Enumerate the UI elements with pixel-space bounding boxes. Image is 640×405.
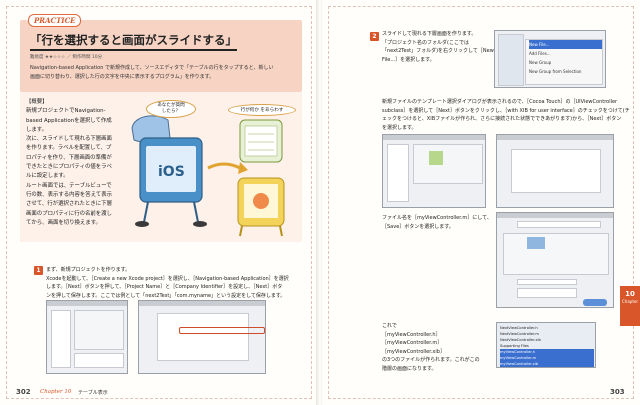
right-page-frame <box>328 6 634 399</box>
chapter-title: テーブル表示 <box>78 390 108 396</box>
practice-description: Navigation-based Application で新規作成して、ソース… <box>30 65 274 80</box>
screenshot-context-menu: New File... Add Files... New Group New G… <box>494 30 606 88</box>
overview-label: 【概要】 <box>26 99 48 105</box>
book-gutter <box>316 0 324 405</box>
screenshot-template-chooser <box>46 300 128 374</box>
page-number-right: 303 <box>610 388 625 396</box>
chapter-side-tab: 10 Chapter <box>620 286 640 326</box>
speech-bubble-right: 行が何か をあらわす <box>228 104 296 116</box>
arrow-icon <box>207 162 241 170</box>
svg-text:iOS: iOS <box>158 164 185 180</box>
step2d-text: これで ［myViewController.h］ ［myViewControll… <box>382 323 480 372</box>
step2c-text: ファイル名を［myViewController.m］にして、 ［Save］ボタン… <box>382 215 492 230</box>
overview-illustration: iOS <box>131 115 285 237</box>
overview-text: 【概要】 新規プロジェクトでNavigation- based Applicat… <box>26 98 122 228</box>
practice-header: PRACTICE 「行を選択すると画面がスライドする」 難易度 ★★☆☆☆ ／ … <box>20 14 302 92</box>
step1-text: まず、新規プロジェクトを作ります。 Xcodeを起動して、［Create a n… <box>46 267 289 299</box>
left-page-frame <box>6 6 312 399</box>
screenshot-subclass-options <box>496 134 614 208</box>
step-number: 1 <box>34 266 43 275</box>
page-number-left: 302 <box>16 388 31 396</box>
iphone-screen-left <box>146 146 196 192</box>
speech-bubble-left: あなたが質問 したら？ <box>146 100 196 118</box>
practice-meta: 難易度 ★★☆☆☆ ／ 制作時間 10分 <box>30 55 103 60</box>
screenshot-file-list: NextViewController.h NextViewController.… <box>496 322 596 368</box>
step2-text: スライドして現れる下層画面を作ります。 「プロジェクト名のフォルダ(ここでは 「… <box>382 31 494 63</box>
step2b-text: 新規ファイルのテンプレート選択ダイアログが表示されるので、［Cocoa Touc… <box>382 99 630 131</box>
screenshot-file-template <box>382 134 486 208</box>
screenshot-save-dialog <box>496 212 614 308</box>
step-number: 2 <box>370 32 379 41</box>
practice-tag: PRACTICE <box>28 14 82 27</box>
screenshot-project-options <box>138 300 266 374</box>
practice-title: 「行を選択すると画面がスライドする」 <box>30 32 237 51</box>
chapter-tag: Chapter 10 <box>40 389 72 395</box>
